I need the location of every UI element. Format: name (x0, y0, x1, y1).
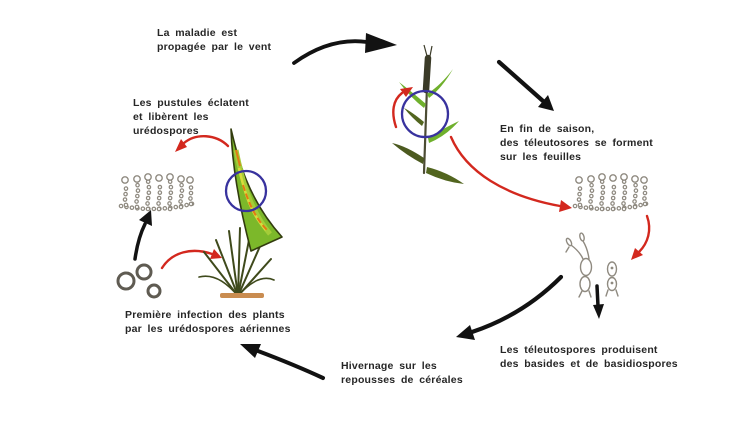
label-pustules-line: et libèrent les (133, 111, 209, 123)
red-arrow-to-basidia (631, 214, 651, 260)
basidia-drawing (565, 232, 619, 298)
wheat-seed-head (422, 54, 432, 94)
red-arrow-to-teleutosori (449, 135, 572, 212)
red-arrow-to-wheat (392, 87, 413, 129)
wheat-leaf (427, 69, 453, 98)
label-season-line: sur les feuilles (500, 151, 582, 163)
label-teleutospores-line: Les téleutospores produisent (500, 344, 658, 356)
arrow-spores-to-sorus (133, 210, 152, 261)
arrow-to-season (496, 59, 554, 111)
label-season-line: En fin de saison, (500, 123, 595, 135)
label-infection-line: par les urédospores aériennes (125, 323, 291, 335)
label-infection: Première infection des plants par les ur… (125, 308, 291, 336)
wheat-leaf (404, 108, 424, 126)
wheat-highlight-circle (400, 89, 450, 139)
soil-bar (220, 293, 264, 298)
label-teleutospores-line: des basides et de basidiospores (500, 358, 678, 370)
arrow-to-teleutospores-text (593, 284, 604, 319)
teleutosori-drawing (575, 174, 649, 209)
red-arrow-leaf-to-sorus (175, 135, 230, 152)
seedling-drawing (198, 227, 275, 298)
arrow-to-hivernage (456, 274, 564, 340)
uredinia-sorus-drawing (121, 174, 195, 209)
label-pustules: Les pustules éclatent et libèrent les ur… (133, 96, 249, 138)
wheat-leaf (426, 167, 464, 184)
leaf-highlight-circle (224, 169, 268, 213)
label-hivernage-line: repousses de céréales (341, 374, 463, 386)
label-teleutospores: Les téleutospores produisent des basides… (500, 343, 678, 371)
label-hivernage: Hivernage sur les repousses de céréales (341, 359, 463, 387)
urediniospores-drawing (116, 263, 162, 299)
label-wind: La maladie est propagée par le vent (157, 26, 271, 54)
label-wind-line: La maladie est (157, 27, 238, 39)
label-pustules-line: Les pustules éclatent (133, 97, 249, 109)
wheat-leaf (428, 121, 459, 143)
label-season-line: des téleutosores se forment (500, 137, 653, 149)
wheat-leaf (392, 143, 424, 164)
label-infection-line: Première infection des plants (125, 309, 285, 321)
wind-spread-arrow (292, 33, 397, 65)
infected-leaf-drawing (230, 128, 283, 252)
label-wind-line: propagée par le vent (157, 41, 272, 53)
label-pustules-line: urédospores (133, 125, 199, 137)
label-season: En fin de saison, des téleutosores se fo… (500, 122, 653, 164)
wheat-awns (423, 44, 433, 57)
red-arrow-to-seedling (160, 249, 222, 270)
arrow-to-infection (240, 344, 325, 380)
label-hivernage-line: Hivernage sur les (341, 360, 437, 372)
